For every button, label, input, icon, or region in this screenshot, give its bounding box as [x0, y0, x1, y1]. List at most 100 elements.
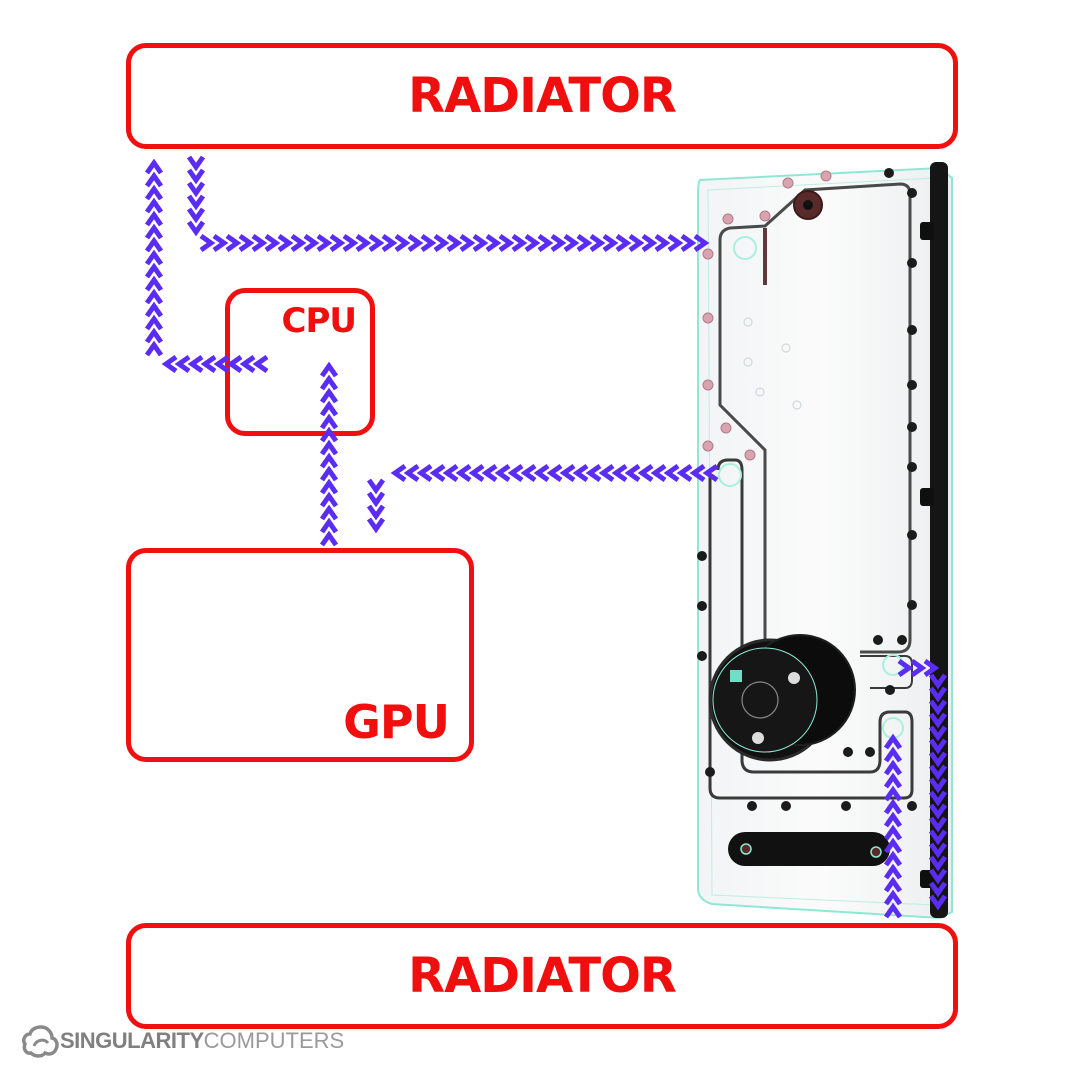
flow-chevron: [186, 168, 206, 185]
bottom-radiator: RADIATOR: [126, 923, 958, 1029]
flow-chevron: [442, 463, 459, 483]
flow-chevron: [928, 686, 948, 703]
flow-chevron: [928, 855, 948, 872]
flow-chevron: [602, 233, 619, 253]
flow-chevron: [883, 863, 903, 880]
flow-chevron: [676, 463, 693, 483]
flow-chevron: [883, 889, 903, 906]
flow-chevron: [225, 233, 242, 253]
flow-chevron: [319, 491, 339, 508]
flow-chevron: [403, 463, 420, 483]
flow-chevron: [654, 233, 671, 253]
flow-chevron: [319, 465, 339, 482]
flow-chevron: [928, 712, 948, 729]
flow-chevron: [611, 463, 628, 483]
flow-chevron: [928, 699, 948, 716]
flow-chevron: [585, 463, 602, 483]
flow-chevron: [199, 233, 216, 253]
flow-chevron: [883, 811, 903, 828]
flow-chevron: [366, 478, 386, 495]
flow-chevron: [576, 233, 593, 253]
flow-chevron: [144, 327, 164, 344]
flow-chevron: [407, 233, 424, 253]
flow-chevron: [641, 233, 658, 253]
flow-chevron: [928, 725, 948, 742]
flow-chevron: [212, 233, 229, 253]
flow-path-top-radiator-to-distro: [186, 155, 710, 253]
flow-chevron: [511, 233, 528, 253]
flow-chevron: [494, 463, 511, 483]
flow-chevron: [883, 824, 903, 841]
flow-chevron: [546, 463, 563, 483]
flow-chevron: [928, 803, 948, 820]
flow-chevron: [693, 233, 710, 253]
cpu-label: CPU: [281, 301, 357, 341]
flow-chevron: [144, 288, 164, 305]
flow-chevron: [507, 463, 524, 483]
flow-chevron: [883, 746, 903, 763]
flow-chevron: [663, 463, 680, 483]
flow-chevron: [446, 233, 463, 253]
flow-chevron: [238, 233, 255, 253]
flow-chevron: [390, 463, 407, 483]
flow-chevron: [883, 733, 903, 750]
flow-chevron: [200, 354, 217, 374]
flow-chevron: [416, 463, 433, 483]
flow-chevron: [187, 354, 204, 374]
flow-chevron: [144, 314, 164, 331]
flow-chevron: [429, 463, 446, 483]
flow-chevron: [144, 184, 164, 201]
flow-chevron: [928, 881, 948, 898]
flow-chevron: [928, 790, 948, 807]
flow-chevron: [144, 262, 164, 279]
flow-chevron: [144, 171, 164, 188]
flow-chevron: [144, 340, 164, 357]
flow-chevron: [624, 463, 641, 483]
flow-chevron: [319, 439, 339, 456]
flow-chevron: [689, 463, 706, 483]
singularity-logo-icon: [22, 1025, 59, 1058]
flow-chevron: [928, 829, 948, 846]
flow-chevron: [883, 785, 903, 802]
flow-chevron: [186, 155, 206, 172]
flow-chevron: [186, 220, 206, 237]
flow-chevron: [366, 517, 386, 534]
flow-chevron: [433, 233, 450, 253]
flow-chevron: [702, 463, 719, 483]
flow-chevron: [303, 233, 320, 253]
flow-chevron: [316, 233, 333, 253]
flow-chevron: [144, 223, 164, 240]
flow-chevron: [319, 517, 339, 534]
brand-logo: SINGULARITY COMPUTERS: [22, 1024, 344, 1058]
flow-chevron: [485, 233, 502, 253]
flow-chevron: [319, 452, 339, 469]
gpu-block: GPU: [126, 548, 474, 762]
flow-chevron: [589, 233, 606, 253]
flow-chevron: [897, 658, 914, 678]
flow-chevron: [598, 463, 615, 483]
flow-chevron: [161, 354, 178, 374]
flow-chevron: [277, 233, 294, 253]
flow-chevron: [559, 463, 576, 483]
flow-chevron: [186, 194, 206, 211]
flow-chevron: [186, 207, 206, 224]
flow-chevron: [883, 798, 903, 815]
flow-chevron: [667, 233, 684, 253]
flow-chevron: [319, 504, 339, 521]
flow-chevron: [468, 463, 485, 483]
flow-chevron: [628, 233, 645, 253]
flow-chevron: [928, 777, 948, 794]
flow-chevron: [680, 233, 697, 253]
flow-chevron: [533, 463, 550, 483]
flow-chevron: [883, 876, 903, 893]
flow-chevron: [481, 463, 498, 483]
flow-chevron: [368, 233, 385, 253]
flow-chevron: [923, 658, 940, 678]
flow-chevron: [329, 233, 346, 253]
flow-chevron: [883, 850, 903, 867]
flow-chevron: [650, 463, 667, 483]
flow-chevron: [637, 463, 654, 483]
distro-plate-body: [697, 162, 953, 920]
flow-chevron: [615, 233, 632, 253]
flow-chevron: [144, 249, 164, 266]
